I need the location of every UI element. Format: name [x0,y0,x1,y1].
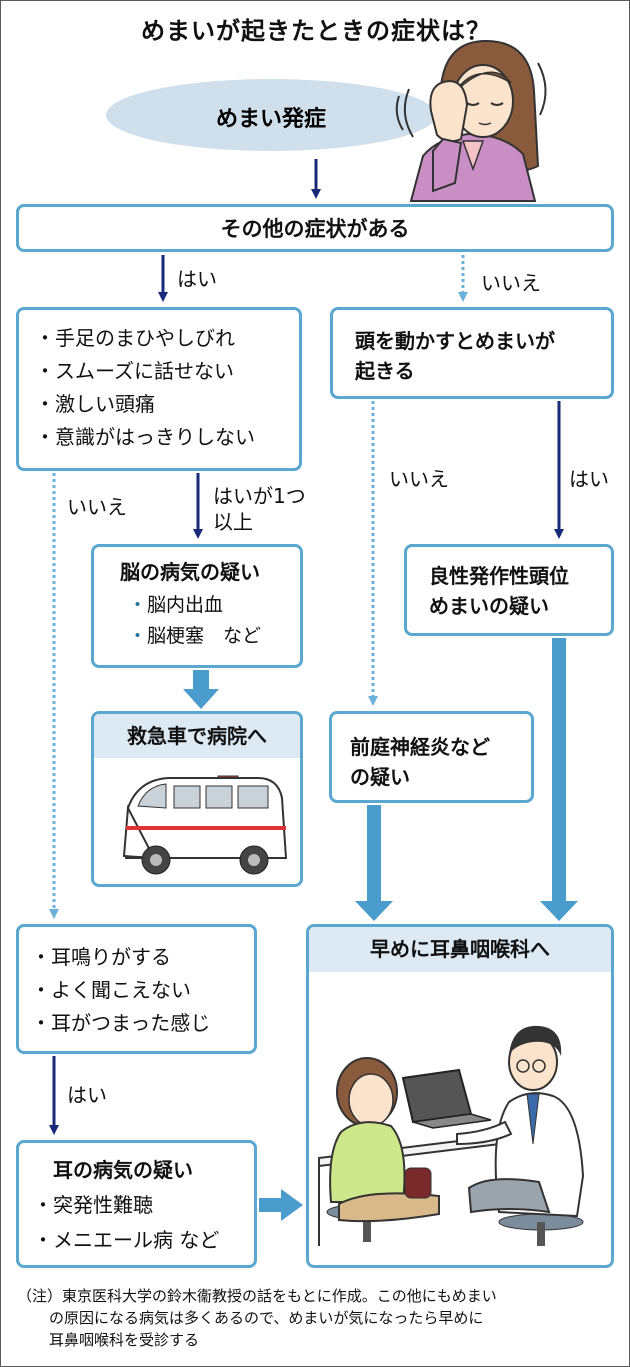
list-item: ・脳内出血 [128,594,224,616]
vestibular-neuritis-box: 前庭神経炎など の疑い [329,711,534,803]
footnote-prefix: （注） [17,1287,63,1305]
list-item: ・手足のまひやしびれ [35,326,235,350]
arrow-vestibular-to-ent [355,805,393,921]
ambulance-box: 救急車で病院へ [91,711,303,887]
list-item: ・メニエール病 など [33,1228,220,1252]
footnote: （注） 東京医科大学の鈴木衞教授の話をもとに作成。この他にもめまい の原因になる… [17,1285,623,1351]
doctor-consultation-illustration [318,1025,585,1246]
ear-symptoms-box: ・耳鳴りがする ・よく聞こえない ・耳がつまった感じ [16,924,257,1054]
list-item: ・よく聞こえない [31,978,191,1002]
label-no-mid: いいえ [389,467,449,491]
label-yes-right: はい [569,467,609,491]
list-item: ・スムーズに話せない [35,359,234,383]
label-yes-one-or-more-line2: 以上 [213,510,253,534]
footnote-line3: 耳鼻咽喉科を受診する [49,1331,200,1349]
footnote-line2: の原因になる病気は多くあるので、めまいが気になったら早めに [49,1309,484,1327]
label-yes-bottom: はい [67,1083,107,1107]
bppv-line2: めまいの疑い [429,594,549,618]
vestibular-line1: 前庭神経炎など [350,735,490,759]
label-yes-one-or-more-line1: はいが1つ [213,484,306,508]
ent-title: 早めに耳鼻咽喉科へ [309,927,611,972]
ambulance-illustration [122,775,288,875]
label-yes-1: はい [177,267,217,291]
list-item: ・意識がはっきりしない [35,425,255,449]
list-item: ・脳梗塞 など [128,625,262,647]
ent-box: 早めに耳鼻咽喉科へ [306,924,614,1268]
page-title: めまいが起きたときの症状は？ [141,17,491,45]
onset-cloud [106,79,436,151]
head-movement-box: 頭を動かすとめまいが 起きる [330,307,614,399]
ear-disease-title: 耳の病気の疑い [53,1158,193,1182]
ambulance-title: 救急車で病院へ [94,714,300,758]
brain-disease-title: 脳の病気の疑い [120,560,260,584]
list-item: ・激しい頭痛 [35,392,155,416]
arrow-brain-to-ambulance [183,670,219,709]
list-item: ・耳がつまった感じ [31,1011,211,1035]
brain-disease-box: 脳の病気の疑い ・脳内出血 ・脳梗塞 など [91,544,303,668]
bppv-line1: 良性発作性頭位 [429,564,569,588]
label-no-left: いいえ [67,495,127,519]
arrow-ear-disease-to-ent [259,1189,303,1221]
footnote-line1: 東京医科大学の鈴木衞教授の話をもとに作成。この他にもめまい [62,1287,497,1305]
ear-disease-box: 耳の病気の疑い ・突発性難聴 ・メニエール病 など [16,1140,257,1268]
severe-symptoms-box: ・手足のまひやしびれ ・スムーズに話せない ・激しい頭痛 ・意識がはっきりしない [16,307,302,471]
other-symptoms-label: その他の症状がある [220,217,410,241]
head-movement-line2: 起きる [355,359,415,383]
other-symptoms-box: その他の症状がある [16,204,614,252]
arrow-bppv-to-ent [540,638,578,921]
label-no-1: いいえ [481,271,541,295]
onset-label: めまい発症 [215,107,326,132]
bppv-box: 良性発作性頭位 めまいの疑い [404,544,614,636]
list-item: ・突発性難聴 [33,1193,153,1217]
dizzy-woman-illustration [395,39,547,202]
label-yes-one-or-more: はいが1つ 以上 [213,483,306,535]
head-movement-line1: 頭を動かすとめまいが [355,329,555,353]
list-item: ・耳鳴りがする [31,945,171,969]
vestibular-line2: の疑い [350,765,410,789]
